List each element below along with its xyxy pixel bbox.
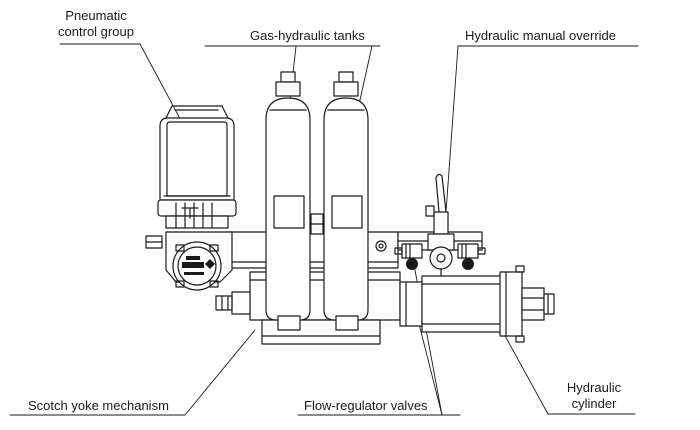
label-flow-regulator-valves: Flow-regulator valves bbox=[304, 398, 428, 413]
label-hydraulic-line2: cylinder bbox=[571, 396, 617, 411]
label-pneumatic-line2: control group bbox=[58, 24, 134, 39]
label-hydraulic-line1: Hydraulic bbox=[566, 380, 622, 395]
hydraulic-cylinder bbox=[399, 265, 555, 343]
flow-regulator-valve-left bbox=[394, 243, 423, 270]
label-gas-hydraulic-tanks: Gas-hydraulic tanks bbox=[250, 28, 365, 43]
pneumatic-control-group bbox=[145, 105, 237, 291]
label-scotch-yoke-mechanism: Scotch yoke mechanism bbox=[28, 398, 169, 413]
center-body bbox=[227, 231, 399, 269]
tank-connector bbox=[310, 213, 324, 235]
label-pneumatic-line1: Pneumatic bbox=[65, 8, 127, 23]
hydraulic-manual-override bbox=[425, 173, 455, 279]
label-hydraulic-cylinder: Hydraulic cylinder bbox=[552, 380, 636, 412]
gas-hydraulic-tank-1 bbox=[265, 71, 311, 331]
flow-regulator-valve-right bbox=[457, 243, 486, 270]
label-pneumatic-control-group: Pneumatic control group bbox=[36, 8, 156, 40]
gas-hydraulic-tank-2 bbox=[323, 71, 369, 331]
label-hydraulic-manual-override: Hydraulic manual override bbox=[465, 28, 617, 43]
